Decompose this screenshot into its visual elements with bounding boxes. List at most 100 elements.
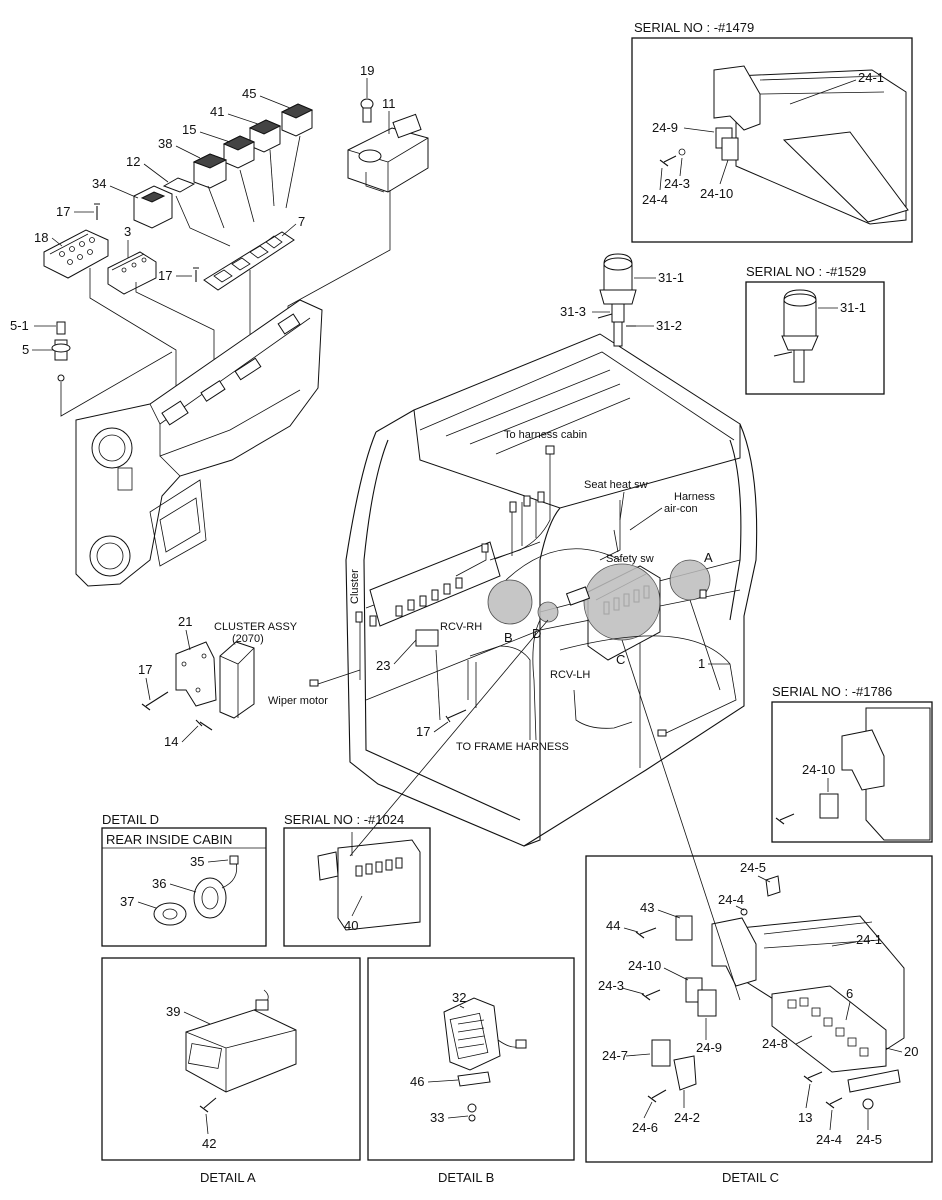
right-console [75, 299, 323, 587]
serial-1479-callout-24-1: 24-1 [858, 70, 884, 85]
callout-5-1: 5-1 [10, 318, 29, 333]
callout-34: 34 [92, 176, 106, 191]
detail-c-callout-24-5b: 24-5 [856, 1132, 882, 1147]
callout-17a: 17 [56, 204, 70, 219]
callout-14: 14 [164, 734, 178, 749]
detail-c-callout-24-7: 24-7 [602, 1048, 628, 1063]
detail-d-callout-35: 35 [190, 854, 204, 869]
label-rcv-rh: RCV-RH [440, 621, 482, 633]
serial-1479-callout-24-9: 24-9 [652, 120, 678, 135]
detail-d-marker [537, 601, 559, 623]
callout-15: 15 [182, 122, 196, 137]
callout-1: 1 [698, 656, 705, 671]
part-19-lighter [360, 98, 374, 123]
part-12-cover [162, 177, 196, 193]
serial-1786-callout-24-10: 24-10 [802, 762, 835, 777]
callout-17d: 17 [416, 724, 430, 739]
detail-c-callout-24-8: 24-8 [762, 1036, 788, 1051]
part-5-key-switch [51, 321, 71, 382]
detail-a-callout-39: 39 [166, 1004, 180, 1019]
detail-c-callout-24-4b: 24-4 [816, 1132, 842, 1147]
serial-1024-title: SERIAL NO : -#1024 [284, 812, 404, 827]
detail-c-callout-24-4a: 24-4 [718, 892, 744, 907]
serial-1479-panel: SERIAL NO : -#1479 24-1 24-9 24-3 24-4 2… [631, 20, 913, 243]
part-38-switch [192, 153, 228, 189]
serial-1024-fuses [355, 857, 403, 877]
callout-19: 19 [360, 63, 374, 78]
callout-38: 38 [158, 136, 172, 151]
cluster-bracket-group [141, 641, 255, 731]
callout-31-2: 31-2 [656, 318, 682, 333]
callout-5: 5 [22, 342, 29, 357]
main-labels: To harness cabin Seat heat sw Harness ai… [214, 429, 715, 753]
callout-23: 23 [376, 658, 390, 673]
callout-21: 21 [178, 614, 192, 629]
detail-c-title: DETAIL C [722, 1170, 779, 1185]
callout-45: 45 [242, 86, 256, 101]
detail-a-callout-42: 42 [202, 1136, 216, 1151]
detail-d-panel: DETAIL D REAR INSIDE CABIN 35 36 37 [101, 812, 267, 947]
detail-a-panel: 39 42 DETAIL A [101, 957, 361, 1185]
callout-c: C [616, 652, 625, 667]
callout-3: 3 [124, 224, 131, 239]
detail-a-title: DETAIL A [200, 1170, 256, 1185]
switch-panel-group [43, 98, 429, 430]
detail-c-marker [583, 563, 661, 641]
serial-1786-title: SERIAL NO : -#1786 [772, 684, 892, 699]
main-callouts: 19 11 45 41 15 38 12 34 17 7 18 3 17 5-1… [10, 63, 730, 749]
part-15-switch [222, 135, 256, 169]
detail-d-subtitle: REAR INSIDE CABIN [106, 832, 232, 847]
serial-1529-callout-31-1: 31-1 [840, 300, 866, 315]
detail-c-callout-24-3: 24-3 [598, 978, 624, 993]
detail-d-callout-36: 36 [152, 876, 166, 891]
detail-c-callout-24-6: 24-6 [632, 1120, 658, 1135]
label-cluster: Cluster [349, 569, 361, 604]
detail-c-callout-20: 20 [904, 1044, 918, 1059]
callout-31-3: 31-3 [560, 304, 586, 319]
label-safety-sw: Safety sw [606, 553, 654, 565]
label-cluster-assy-2: (2070) [232, 633, 264, 645]
callout-17b: 17 [158, 268, 172, 283]
callout-18: 18 [34, 230, 48, 245]
label-seat-heat-sw: Seat heat sw [584, 479, 648, 491]
serial-1479-title: SERIAL NO : -#1479 [634, 20, 754, 35]
serial-1479-callout-24-4: 24-4 [642, 192, 668, 207]
detail-c-fuses [787, 997, 869, 1057]
part-17-screw-a [94, 203, 100, 220]
relay-row [395, 577, 463, 617]
detail-c-callout-43: 43 [640, 900, 654, 915]
detail-c-callout-24-10: 24-10 [628, 958, 661, 973]
callout-7: 7 [298, 214, 305, 229]
serial-1529-title: SERIAL NO : -#1529 [746, 264, 866, 279]
part-41-switch [248, 119, 282, 153]
detail-b-panel: 32 46 33 DETAIL B [367, 957, 575, 1185]
detail-b-callout-46: 46 [410, 1074, 424, 1089]
detail-d-title: DETAIL D [102, 812, 159, 827]
part-17-screw-b [193, 267, 199, 282]
part-7-switch-frame [203, 231, 295, 291]
detail-c-callout-24-9: 24-9 [696, 1040, 722, 1055]
serial-1529-panel: SERIAL NO : -#1529 31-1 [745, 264, 885, 395]
label-cluster-assy-1: CLUSTER ASSY [214, 621, 298, 633]
label-rcv-lh: RCV-LH [550, 669, 590, 681]
callout-41: 41 [210, 104, 224, 119]
beacon-lamp [597, 253, 637, 347]
callout-11: 11 [382, 96, 396, 111]
part-34-switch [133, 185, 173, 229]
part-11-console-block [347, 113, 429, 193]
cabin-frame [309, 333, 758, 847]
label-to-frame-harness: TO FRAME HARNESS [456, 741, 569, 753]
part-3-switch-block [107, 251, 157, 295]
detail-b-marker [487, 579, 533, 625]
callout-a: A [704, 550, 713, 565]
callout-b: B [504, 630, 513, 645]
callout-31-1: 31-1 [658, 270, 684, 285]
label-harness-aircon-1: Harness [674, 491, 715, 503]
serial-1479-callout-24-3: 24-3 [664, 176, 690, 191]
label-to-harness-cabin: To harness cabin [504, 429, 587, 441]
serial-1024-panel: SERIAL NO : -#1024 40 [283, 812, 431, 947]
serial-1786-panel: SERIAL NO : -#1786 24-10 [771, 684, 933, 843]
detail-d-callout-37: 37 [120, 894, 134, 909]
serial-1479-callout-24-10: 24-10 [700, 186, 733, 201]
part-18-switch-block [43, 229, 109, 279]
